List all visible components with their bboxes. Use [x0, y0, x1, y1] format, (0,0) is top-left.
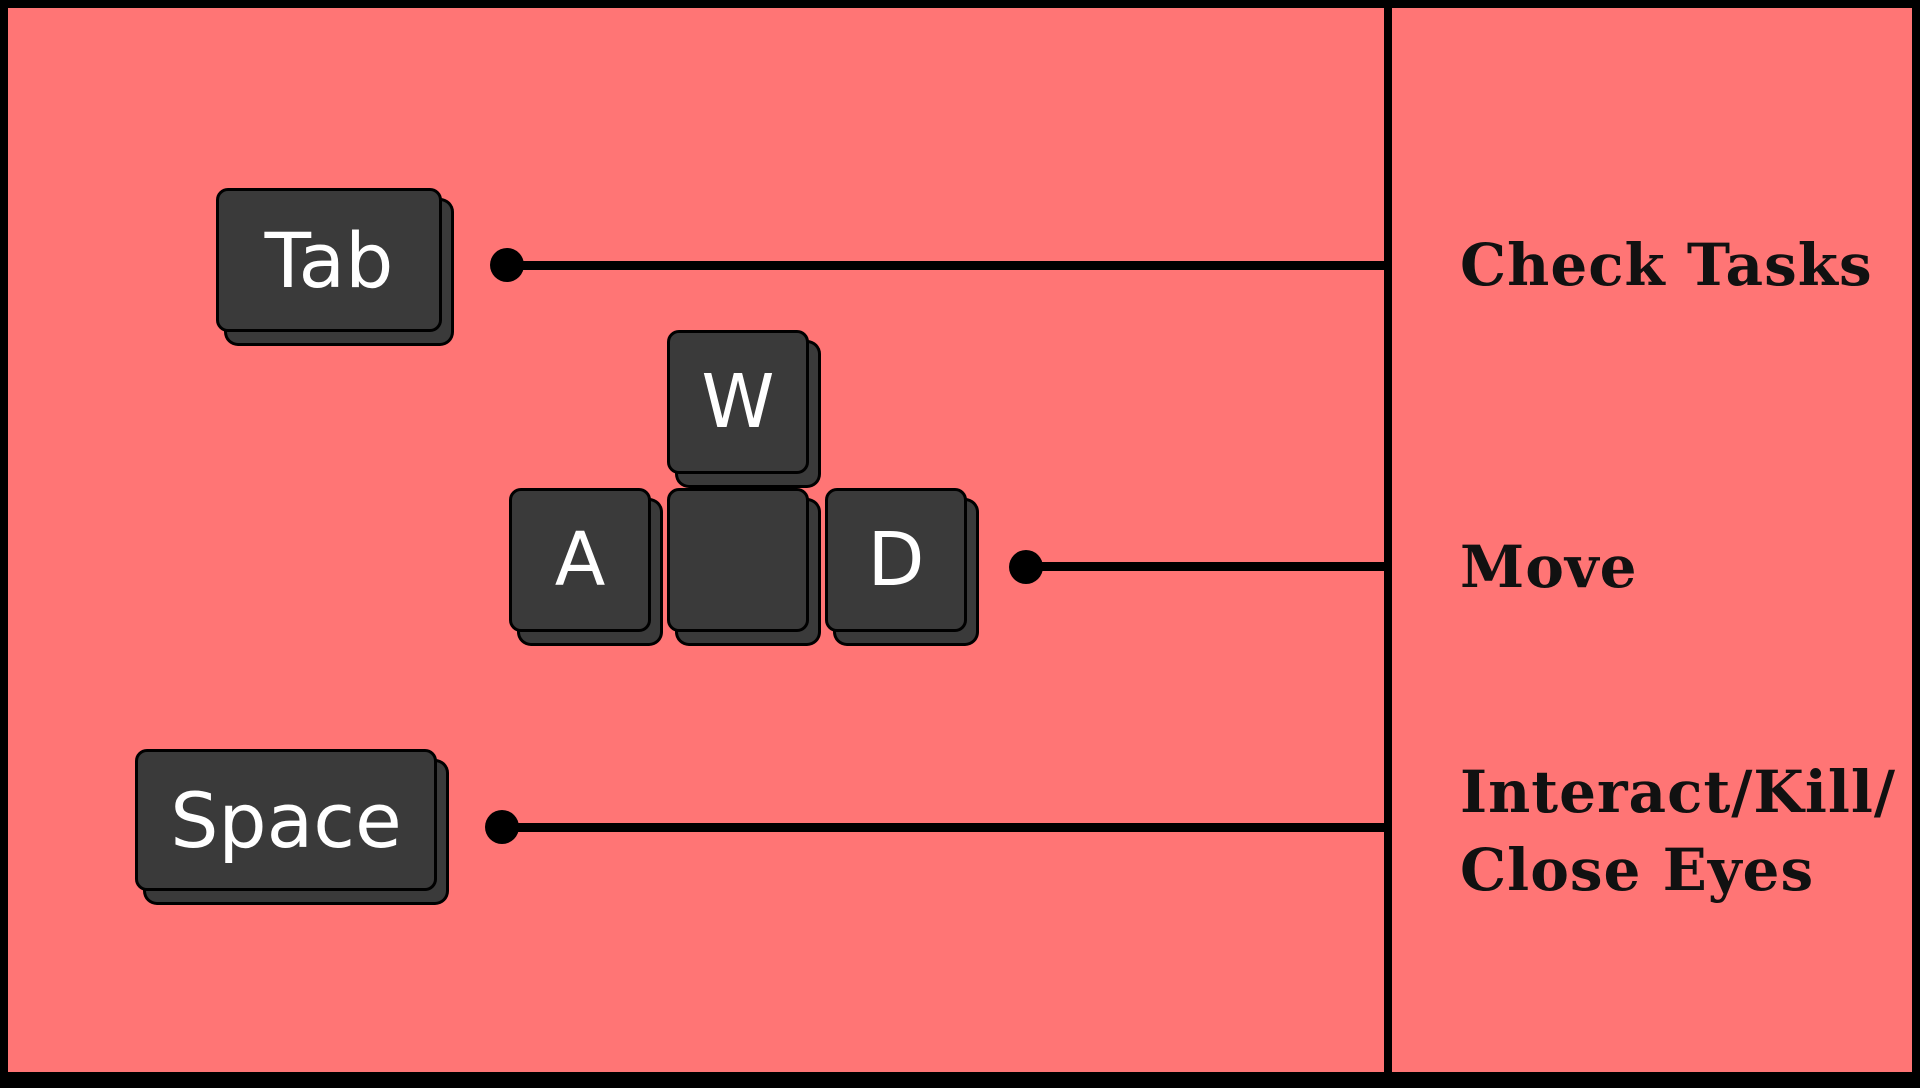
tab-connector-dot — [490, 248, 524, 282]
space-connector-line — [501, 823, 1386, 832]
tab-key-label: Tab — [264, 215, 394, 305]
interact-text-line1: Interact/Kill/ — [1460, 758, 1897, 826]
move-text: Move — [1460, 533, 1638, 601]
a-key-label: A — [554, 517, 606, 603]
move-connector-dot — [1009, 550, 1043, 584]
space-key-label: Space — [170, 775, 402, 865]
s-key — [667, 488, 809, 632]
interact-label: Interact/Kill/ Close Eyes — [1460, 753, 1896, 909]
interact-text-line2: Close Eyes — [1460, 836, 1815, 904]
d-key-label: D — [867, 517, 925, 603]
check-tasks-text: Check Tasks — [1460, 231, 1873, 299]
space-key: Space — [135, 749, 437, 891]
column-divider — [1384, 8, 1392, 1088]
move-label: Move — [1460, 528, 1638, 606]
w-key-label: W — [701, 359, 775, 445]
w-key: W — [667, 330, 809, 474]
space-connector-dot — [485, 810, 519, 844]
d-key: D — [825, 488, 967, 632]
tab-connector-line — [506, 261, 1386, 270]
check-tasks-label: Check Tasks — [1460, 226, 1873, 304]
tab-key: Tab — [216, 188, 442, 332]
a-key: A — [509, 488, 651, 632]
move-connector-line — [1024, 562, 1386, 571]
